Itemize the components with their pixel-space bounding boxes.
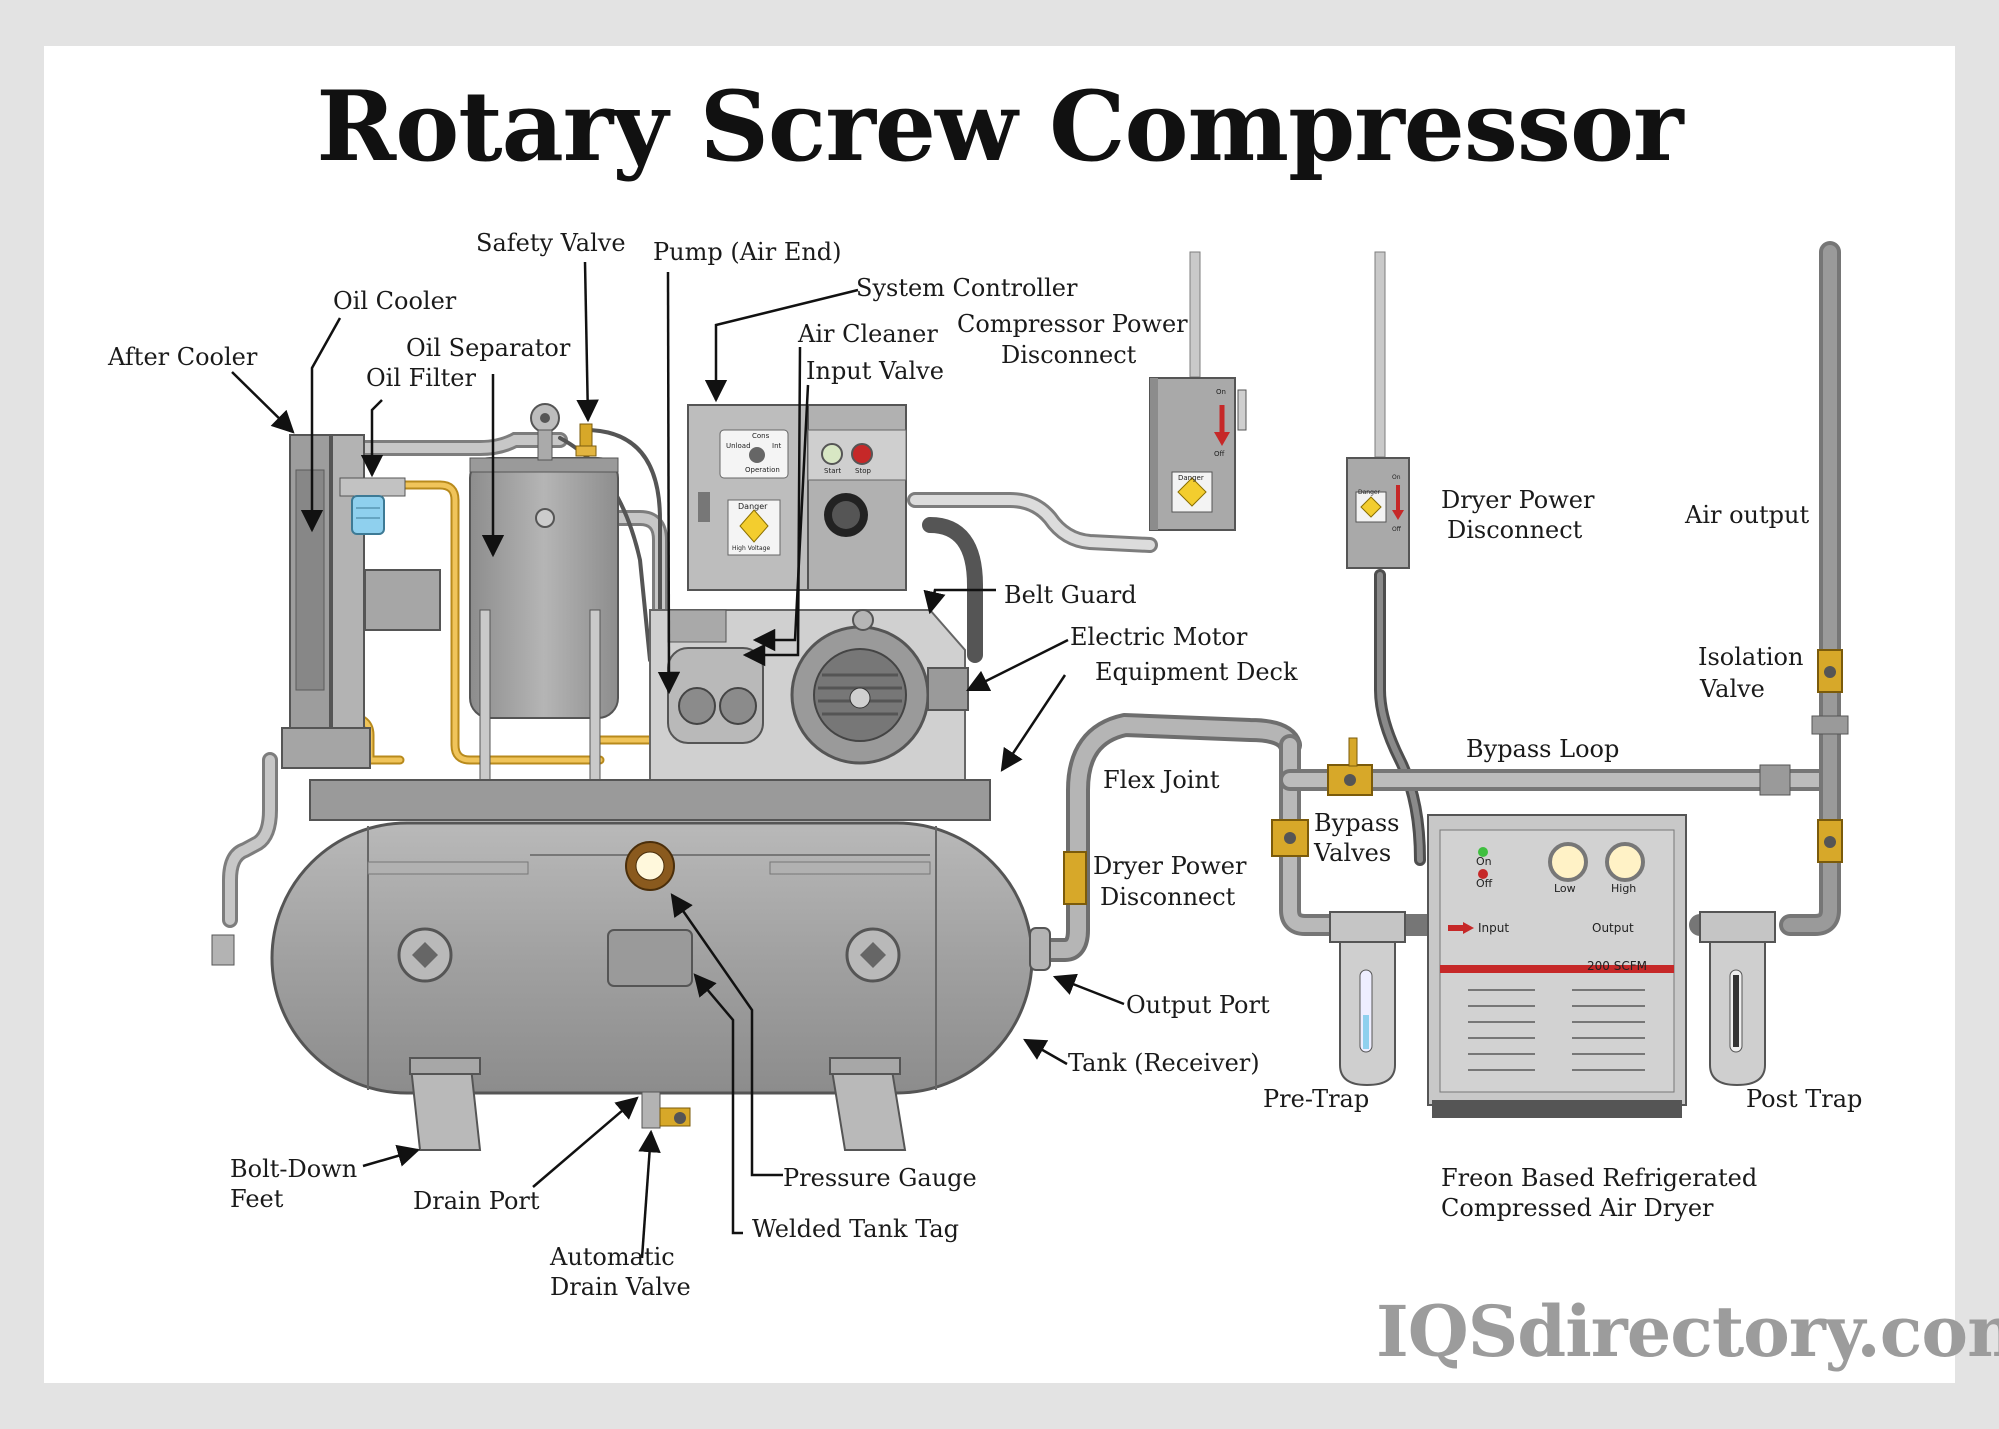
dryer-high-text: High bbox=[1611, 882, 1637, 895]
oil-filter bbox=[339, 477, 406, 535]
dryer-off-text: Off bbox=[1476, 877, 1493, 890]
dryer-disconnect-off-text: Off bbox=[1392, 526, 1401, 533]
diagram-title: Rotary Screw Compressor bbox=[316, 70, 1683, 183]
label-dryer-power-disconnect-top-line1: Dryer Power bbox=[1441, 486, 1595, 514]
label-pump-air-end: Pump (Air End) bbox=[653, 238, 842, 266]
label-compressor-power-disconnect-line1: Compressor Power bbox=[957, 310, 1188, 338]
label-welded-tank-tag: Welded Tank Tag bbox=[752, 1215, 960, 1243]
compressor-disconnect-on-text: On bbox=[1216, 388, 1226, 396]
dryer-disconnect-on-text: On bbox=[1392, 474, 1401, 481]
dryer-output-text: Output bbox=[1592, 921, 1634, 935]
receiver-tank bbox=[211, 821, 1051, 1095]
label-dryer-power-disconnect-top-line2: Disconnect bbox=[1447, 516, 1583, 544]
dryer-input-text: Input bbox=[1478, 921, 1510, 935]
label-oil-cooler: Oil Cooler bbox=[333, 287, 457, 315]
bolt-down-feet bbox=[408, 1057, 907, 1151]
label-equipment-deck: Equipment Deck bbox=[1095, 658, 1298, 686]
piping bbox=[222, 241, 1841, 962]
label-isolation-valve-line2: Valve bbox=[1700, 675, 1765, 703]
label-pre-trap: Pre-Trap bbox=[1263, 1085, 1370, 1113]
label-belt-guard: Belt Guard bbox=[1004, 581, 1137, 609]
safety-valve bbox=[575, 423, 597, 457]
label-isolation-valve-line1: Isolation bbox=[1698, 643, 1804, 671]
controller-cons-text: Cons bbox=[752, 432, 770, 440]
brass-valves bbox=[1063, 649, 1849, 905]
dryer-low-text: Low bbox=[1554, 882, 1576, 895]
label-drain-port: Drain Port bbox=[413, 1187, 540, 1215]
compressor-disconnect-danger-text: Danger bbox=[1178, 474, 1204, 482]
dryer-capacity-text: 200 SCFM bbox=[1587, 959, 1647, 973]
compressor-power-disconnect-box bbox=[1149, 377, 1247, 531]
label-automatic-drain-valve-line2: Drain Valve bbox=[550, 1273, 691, 1301]
drain-valve-assembly bbox=[641, 1091, 691, 1129]
controller-start-text: Start bbox=[824, 467, 842, 475]
label-pressure-gauge: Pressure Gauge bbox=[783, 1164, 977, 1192]
label-bypass-loop: Bypass Loop bbox=[1466, 735, 1620, 763]
leader-arrows bbox=[231, 261, 1125, 1259]
dryer-disconnect-danger-text: Danger bbox=[1358, 489, 1381, 496]
label-oil-separator: Oil Separator bbox=[406, 334, 571, 362]
pre-trap bbox=[1329, 911, 1406, 1087]
label-bypass-valves-line1: Bypass bbox=[1314, 809, 1400, 837]
label-dryer-power-disconnect-low-line1: Dryer Power bbox=[1093, 852, 1247, 880]
equipment-deck-plate bbox=[309, 779, 991, 821]
label-air-output: Air output bbox=[1685, 501, 1810, 529]
system-controller-box bbox=[687, 404, 907, 591]
controller-stop-text: Stop bbox=[855, 467, 871, 475]
label-automatic-drain-valve-line1: Automatic bbox=[550, 1243, 675, 1271]
controller-unload-text: Unload bbox=[726, 442, 751, 450]
label-freon-dryer-line1: Freon Based Refrigerated bbox=[1441, 1164, 1758, 1192]
label-bolt-down-feet-line2: Feet bbox=[230, 1185, 284, 1213]
label-dryer-power-disconnect-low-line2: Disconnect bbox=[1100, 883, 1236, 911]
label-safety-valve: Safety Valve bbox=[476, 229, 626, 257]
dryer-power-disconnect-box bbox=[1346, 457, 1410, 569]
label-compressor-power-disconnect-line2: Disconnect bbox=[1001, 341, 1137, 369]
label-input-valve: Input Valve bbox=[806, 357, 944, 385]
label-bypass-valves-line2: Valves bbox=[1314, 839, 1392, 867]
oil-separator bbox=[469, 403, 619, 781]
watermark-logo: IQSdirectory.com bbox=[1376, 1290, 1999, 1373]
controller-danger-text: Danger bbox=[738, 502, 768, 511]
controller-high-voltage-text: High Voltage bbox=[732, 545, 771, 552]
post-trap bbox=[1699, 911, 1776, 1087]
controller-operation-text: Operation bbox=[745, 466, 780, 474]
label-oil-filter: Oil Filter bbox=[366, 364, 476, 392]
machinery-housing bbox=[649, 609, 969, 781]
cooler-mount-block bbox=[364, 569, 441, 631]
label-post-trap: Post Trap bbox=[1746, 1085, 1863, 1113]
label-output-port: Output Port bbox=[1126, 991, 1270, 1019]
label-flex-joint: Flex Joint bbox=[1103, 766, 1220, 794]
dryer-on-text: On bbox=[1476, 855, 1492, 868]
label-system-controller: System Controller bbox=[856, 274, 1078, 302]
label-bolt-down-feet-line1: Bolt-Down bbox=[230, 1155, 358, 1183]
refrigerated-dryer-unit bbox=[1427, 814, 1687, 1118]
controller-int-text: Int bbox=[772, 442, 782, 450]
label-freon-dryer-line2: Compressed Air Dryer bbox=[1441, 1194, 1714, 1222]
label-air-cleaner: Air Cleaner bbox=[798, 320, 938, 348]
label-tank-receiver: Tank (Receiver) bbox=[1068, 1049, 1260, 1077]
compressor-disconnect-off-text: Off bbox=[1214, 450, 1225, 458]
label-electric-motor: Electric Motor bbox=[1070, 623, 1248, 651]
label-after-cooler: After Cooler bbox=[108, 343, 258, 371]
